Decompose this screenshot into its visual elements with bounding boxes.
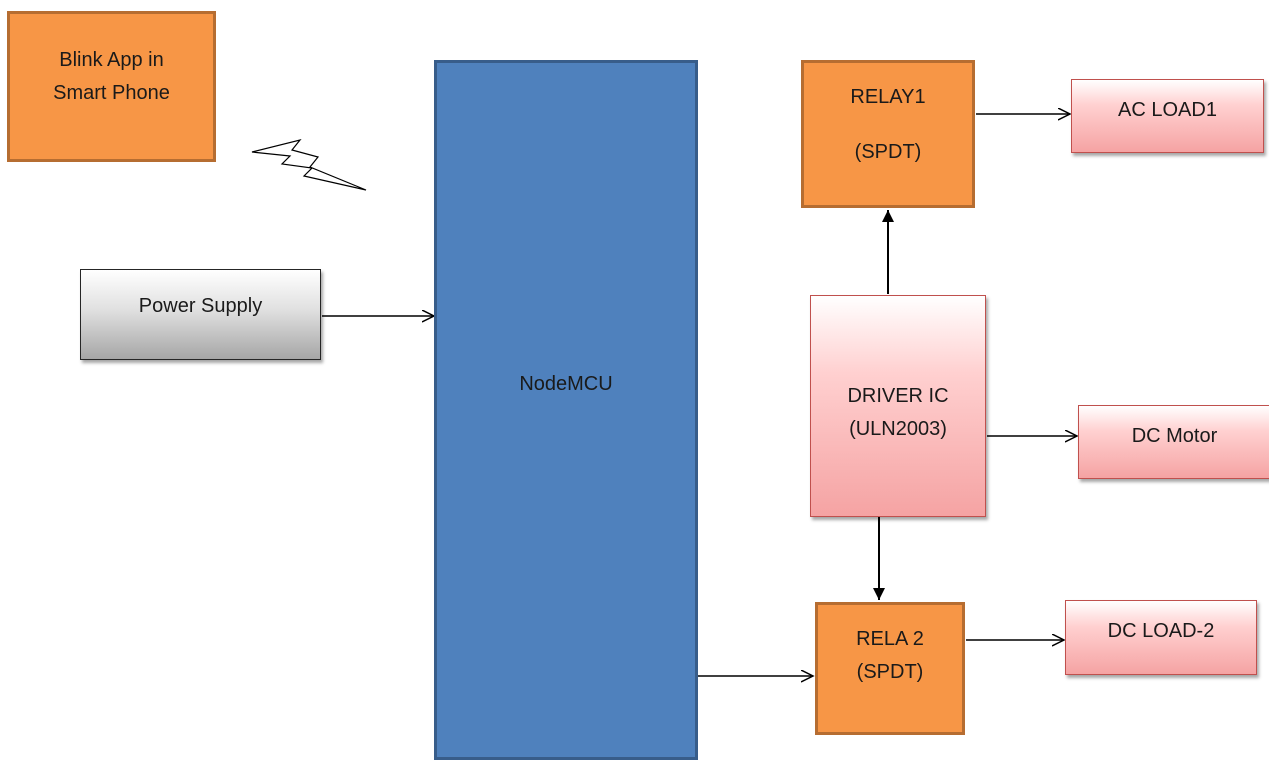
ac-load1-label: AC LOAD1 xyxy=(1118,99,1217,121)
blink-app-block: Blink App in Smart Phone xyxy=(7,11,216,162)
driver-ic-part-label: (ULN2003) xyxy=(849,418,947,440)
dc-motor-block: DC Motor xyxy=(1078,405,1269,479)
relay1-block: RELAY1 (SPDT) xyxy=(801,60,975,208)
nodemcu-label: NodeMCU xyxy=(519,373,613,395)
blink-app-label-line2: Smart Phone xyxy=(53,82,170,104)
ac-load1-block: AC LOAD1 xyxy=(1071,79,1264,153)
dc-load2-block: DC LOAD-2 xyxy=(1065,600,1257,675)
power-supply-label: Power Supply xyxy=(138,295,263,317)
power-supply-block: Power Supply xyxy=(80,269,321,360)
blink-app-label-line1: Blink App in xyxy=(59,49,164,71)
dc-load2-label: DC LOAD-2 xyxy=(1107,620,1215,642)
wireless-signal-icon xyxy=(251,138,367,191)
relay1-label: RELAY1 xyxy=(850,86,926,108)
relay2-type-label: (SPDT) xyxy=(856,661,924,683)
driver-ic-label: DRIVER IC xyxy=(847,385,949,407)
nodemcu-block: NodeMCU xyxy=(434,60,698,760)
relay2-label: RELA 2 xyxy=(856,628,924,650)
relay2-block: RELA 2 (SPDT) xyxy=(815,602,965,735)
relay1-type-label: (SPDT) xyxy=(854,141,922,163)
driver-ic-block: DRIVER IC (ULN2003) xyxy=(810,295,986,517)
dc-motor-label: DC Motor xyxy=(1131,425,1218,447)
